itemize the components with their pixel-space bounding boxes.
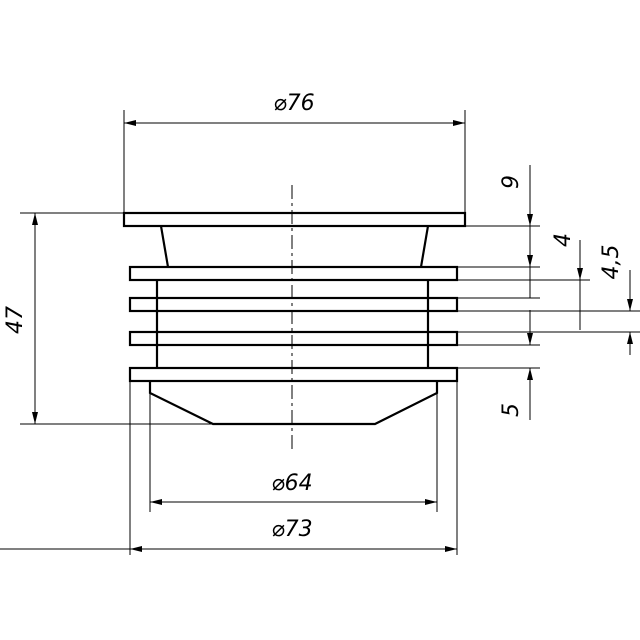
dim-label-bottom-inner-diameter: ⌀64 — [271, 471, 312, 496]
part-outline — [122, 211, 467, 426]
dim-label-rib-pitch: 4 — [551, 233, 576, 247]
dim-label-rib-gap: 4,5 — [599, 245, 624, 280]
dim-total-height: 47 — [3, 212, 213, 425]
rib-4 — [128, 366, 459, 383]
right-extension-lines — [457, 225, 640, 369]
dim-label-top-diameter: ⌀76 — [273, 91, 314, 116]
dim-label-total-height: 47 — [3, 306, 28, 334]
dim-top-diameter: ⌀76 — [123, 91, 466, 213]
top-flange — [122, 211, 467, 228]
dim-rib-gap: 4,5 — [577, 240, 624, 330]
rib-3 — [128, 330, 459, 347]
dim-bottom-outer-diameter: ⌀73 — [0, 381, 458, 555]
dim-label-bottom-outer-diameter: ⌀73 — [271, 517, 312, 542]
body-sides — [155, 280, 430, 368]
rib-2 — [128, 296, 459, 313]
dim-label-bottom-height: 5 — [499, 403, 524, 417]
dim-rib-pitch: 4 — [527, 230, 576, 298]
dim-bottom-height: 5 — [499, 310, 533, 420]
tapered-neck — [159, 225, 430, 268]
dim-label-flange-thickness: 9 — [499, 175, 524, 189]
bottom-lip — [148, 381, 439, 426]
rib-1 — [128, 265, 459, 282]
dim-bottom-inner-diameter: ⌀64 — [149, 393, 438, 512]
dim-flange-thickness: 9 — [499, 165, 533, 267]
